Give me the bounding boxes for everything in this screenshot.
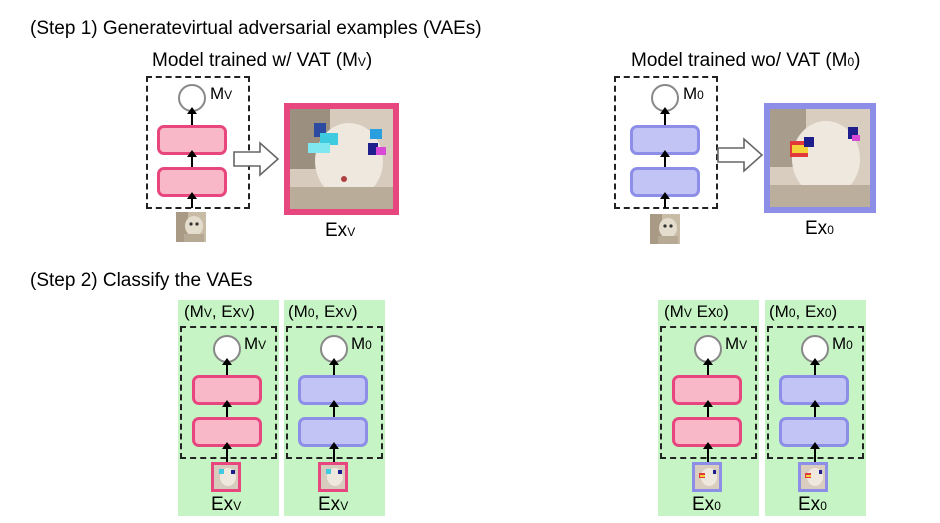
right-model-box xyxy=(614,76,718,209)
up-arrow-icon xyxy=(187,107,197,125)
example-0-label: Ex0 xyxy=(805,218,834,239)
generate-arrow-icon xyxy=(233,141,280,177)
model-label: M0 xyxy=(832,334,853,353)
up-arrow-icon xyxy=(329,358,339,375)
pair-label: (MV, ExV) xyxy=(184,302,255,321)
left-model-label: MV xyxy=(210,84,233,103)
pair-label: (M0, Ex0) xyxy=(769,302,838,321)
pair-label: (MV Ex0) xyxy=(664,302,729,321)
output-node-icon xyxy=(320,335,348,363)
pair-label: (M0, ExV) xyxy=(288,302,358,321)
left-model-title: Model trained w/ VAT (MV) xyxy=(152,50,373,71)
model-box xyxy=(180,326,277,459)
right-model-title: Model trained wo/ VAT (M0) xyxy=(631,50,861,71)
up-arrow-icon xyxy=(660,192,670,208)
cat-input-image xyxy=(650,214,680,244)
up-arrow-icon xyxy=(703,400,713,417)
up-arrow-icon xyxy=(660,150,670,167)
up-arrow-icon xyxy=(329,400,339,417)
example-label: Ex0 xyxy=(692,494,721,515)
up-arrow-icon xyxy=(703,358,713,375)
up-arrow-icon xyxy=(329,442,339,462)
up-arrow-icon xyxy=(222,442,232,462)
step1-title: (Step 1) Generatevirtual adversarial exa… xyxy=(30,18,482,39)
model-label: MV xyxy=(725,334,748,353)
example-label: Ex0 xyxy=(798,494,827,515)
up-arrow-icon xyxy=(703,442,713,462)
adversarial-input-v xyxy=(318,462,348,492)
adversarial-input-0 xyxy=(692,462,722,492)
example-v-label: ExV xyxy=(325,220,356,241)
adversarial-input-v xyxy=(211,462,241,492)
example-label: ExV xyxy=(318,494,349,515)
cat-input-image xyxy=(176,212,206,242)
up-arrow-icon xyxy=(810,442,820,462)
right-model-label: M0 xyxy=(683,84,704,103)
up-arrow-icon xyxy=(810,358,820,375)
up-arrow-icon xyxy=(660,107,670,125)
up-arrow-icon xyxy=(810,400,820,417)
up-arrow-icon xyxy=(187,192,197,208)
step2-title: (Step 2) Classify the VAEs xyxy=(30,270,253,291)
model-label: MV xyxy=(244,334,267,353)
up-arrow-icon xyxy=(222,358,232,375)
adversarial-input-0 xyxy=(798,462,828,492)
example-label: ExV xyxy=(211,494,242,515)
left-model-box xyxy=(146,76,250,209)
adversarial-example-image-v xyxy=(284,103,399,215)
adversarial-example-image-0 xyxy=(764,103,876,213)
up-arrow-icon xyxy=(187,150,197,167)
up-arrow-icon xyxy=(222,400,232,417)
model-label: M0 xyxy=(351,334,372,353)
generate-arrow-icon xyxy=(717,137,764,173)
